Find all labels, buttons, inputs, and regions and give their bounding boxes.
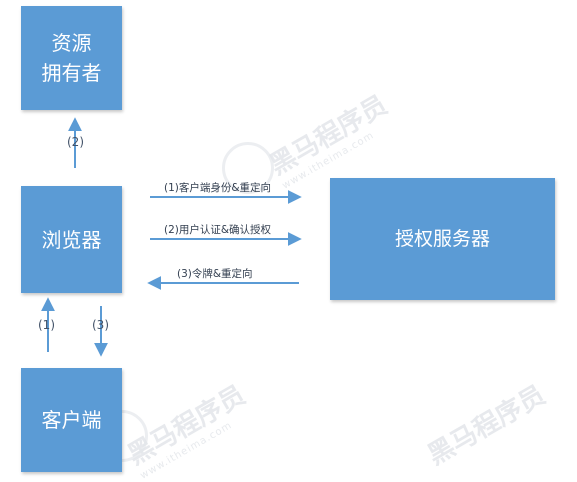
resource-owner-node: 资源 拥有者 [21,6,122,110]
client-node: 客户端 [21,368,122,472]
watermark-logo-ring [222,142,274,194]
connector-arrows [41,117,302,357]
browser-node: 浏览器 [21,186,122,293]
step2-label: (2) [67,135,84,149]
client-label: 客户端 [41,408,102,432]
user-auth-confirm-label: (2)用户认证&确认授权 [164,224,272,236]
browser-label: 浏览器 [41,227,102,252]
resource-owner-label: 资源 拥有者 [41,31,102,85]
client-identity-redirect-label: (1)客户端身份&重定向 [164,182,272,194]
step3-label: (3) [92,318,109,332]
token-redirect-label: (3)令牌&重定向 [177,268,253,280]
auth-server-node: 授权服务器 [330,178,555,300]
step1-label: (1) [38,318,55,332]
auth-server-label: 授权服务器 [394,228,490,250]
